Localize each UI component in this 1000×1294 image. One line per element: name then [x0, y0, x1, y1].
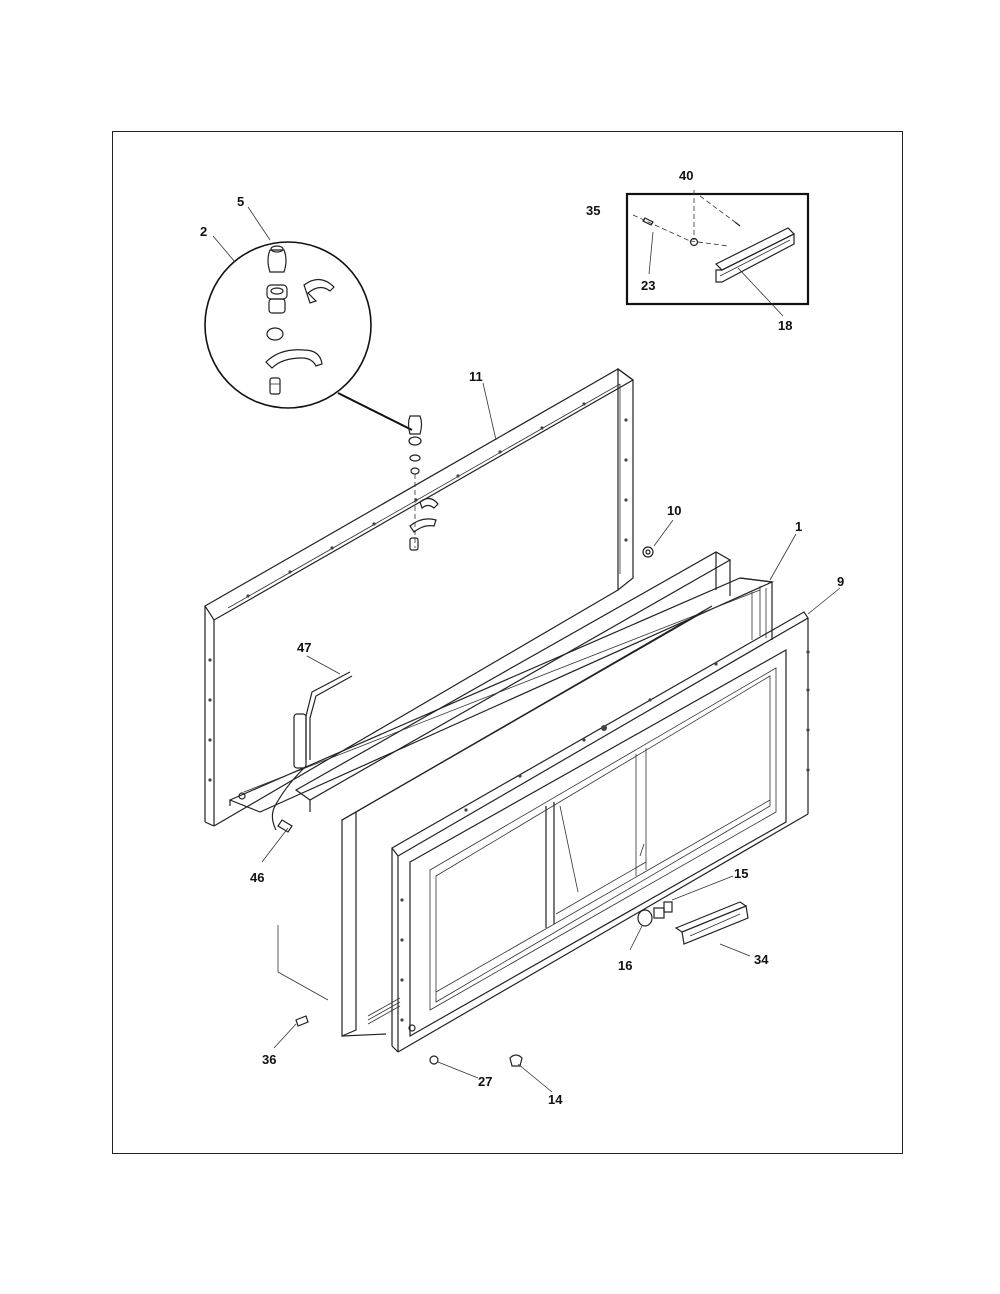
- diagram-frame: [112, 131, 903, 1154]
- vent-grille: [367, 997, 401, 1025]
- detail-circle: [204, 241, 372, 409]
- hinge-pin-parts: [295, 1015, 523, 1067]
- callout-11: 11: [469, 369, 483, 384]
- callout-15: 15: [734, 866, 748, 881]
- inset-detail-box: [625, 190, 810, 317]
- back-panel-part: [204, 367, 635, 827]
- heater-wire-part: [238, 671, 353, 833]
- control-cover-part: [674, 901, 749, 945]
- callout-36: 36: [262, 1052, 276, 1067]
- washer-part: [689, 237, 699, 247]
- callout-46: 46: [250, 870, 264, 885]
- callout-47: 47: [297, 640, 311, 655]
- callout-16: 16: [618, 958, 632, 973]
- callout-27: 27: [478, 1074, 492, 1089]
- callout-10: 10: [667, 503, 681, 518]
- callout-18: 18: [778, 318, 792, 333]
- handle-bar-part: [714, 227, 796, 283]
- bumper-part: [642, 546, 654, 558]
- lamp-socket-part: [637, 901, 673, 927]
- callout-2: 2: [200, 224, 207, 239]
- callout-9: 9: [837, 574, 844, 589]
- callout-34: 34: [754, 952, 769, 967]
- callout-14: 14: [548, 1092, 563, 1107]
- callout-40: 40: [679, 168, 693, 183]
- liner-frame-part: [228, 551, 775, 813]
- lock-assembly-part: [407, 415, 439, 551]
- screw-part: [642, 217, 654, 226]
- leader-lines: [212, 206, 841, 1093]
- callout-23: 23: [641, 278, 655, 293]
- callout-5: 5: [237, 194, 244, 209]
- callout-1: 1: [795, 519, 802, 534]
- callout-35: 35: [586, 203, 600, 218]
- callout-labels: 5 2 35 40 23 18 11 10 1 9 47 46 15 16 34…: [200, 168, 844, 1107]
- door-frame-part: [277, 605, 810, 1053]
